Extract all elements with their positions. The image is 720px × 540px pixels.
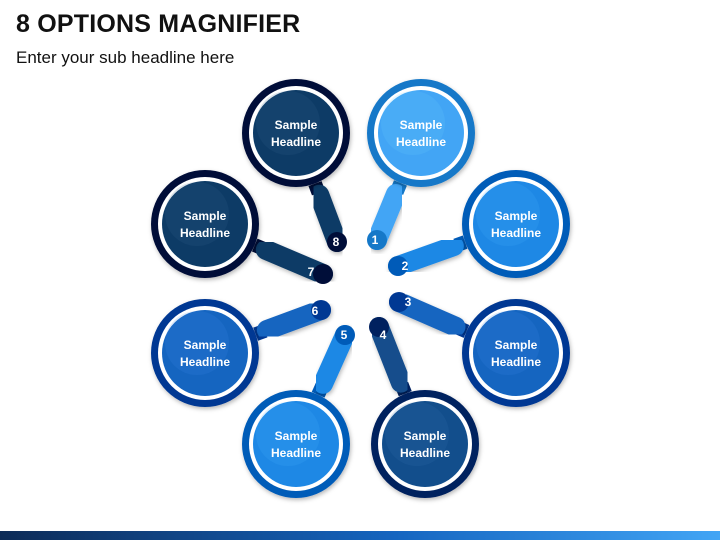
option-number: 7 <box>308 265 315 279</box>
lens-inner <box>378 90 464 176</box>
handle-tip <box>311 300 331 320</box>
lens-inner <box>253 90 339 176</box>
footer-gradient-bar <box>0 531 720 540</box>
magnifier-handle <box>389 292 466 337</box>
page-subtitle: Enter your sub headline here <box>16 48 235 67</box>
lens-glare <box>256 402 320 466</box>
page-title: 8 OPTIONS MAGNIFIER <box>16 10 301 38</box>
lens-label-line1: Sample <box>495 338 538 352</box>
handle-tip <box>388 256 408 276</box>
handle-tip <box>335 325 355 345</box>
option-number: 8 <box>333 235 340 249</box>
lens-inner <box>473 181 559 267</box>
lens-glare <box>381 91 445 155</box>
handle-tip <box>389 292 409 312</box>
lens-glare <box>385 402 449 466</box>
option-number: 2 <box>402 259 409 273</box>
lens-label-line2: Headline <box>400 446 450 460</box>
option-number: 4 <box>380 328 387 342</box>
lens-label-line2: Headline <box>180 226 230 240</box>
lens-glare <box>165 311 229 375</box>
lens-glare <box>476 182 540 246</box>
lens-inner <box>473 310 559 396</box>
magnifier-handle <box>255 239 333 284</box>
handle-tip <box>369 317 389 337</box>
lens-label-line1: Sample <box>400 118 443 132</box>
lens-label-line1: Sample <box>184 338 227 352</box>
handle-tip <box>327 232 347 252</box>
lens-inner <box>162 310 248 396</box>
option-number: 1 <box>372 233 379 247</box>
lens-glare <box>476 311 540 375</box>
lens-inner <box>253 401 339 487</box>
lens-label-line1: Sample <box>404 429 447 443</box>
lens-label-line2: Headline <box>491 355 541 369</box>
handle-tip <box>313 264 333 284</box>
lens-label-line1: Sample <box>275 429 318 443</box>
lens-inner <box>162 181 248 267</box>
lens-label-line2: Headline <box>180 355 230 369</box>
option-number: 3 <box>405 295 412 309</box>
lens-label-line1: Sample <box>495 209 538 223</box>
option-number: 6 <box>312 304 319 318</box>
lens-glare <box>165 182 229 246</box>
magnifier-group: 1SampleHeadline2SampleHeadline3SampleHea… <box>151 79 570 498</box>
lens-glare <box>256 91 320 155</box>
lens-inner <box>382 401 468 487</box>
option-number: 5 <box>341 328 348 342</box>
handle-tip <box>367 230 387 250</box>
lens-label-line2: Headline <box>491 226 541 240</box>
lens-label-line2: Headline <box>271 446 321 460</box>
lens-label-line1: Sample <box>184 209 227 223</box>
lens-label-line2: Headline <box>271 135 321 149</box>
lens-label-line2: Headline <box>396 135 446 149</box>
lens-label-line1: Sample <box>275 118 318 132</box>
